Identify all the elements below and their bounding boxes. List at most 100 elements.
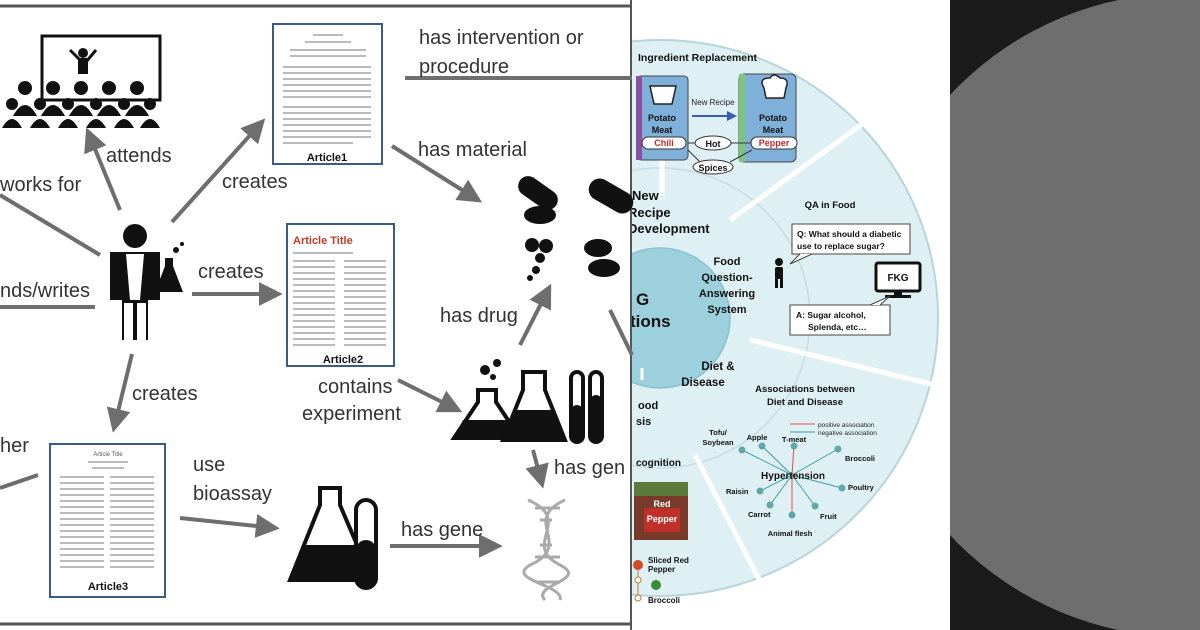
ingredient-replacement-title: Ingredient Replacement bbox=[638, 52, 758, 64]
edge-label-contains-1: contains bbox=[318, 376, 393, 398]
broccoli-recog-label: Broccoli bbox=[648, 596, 680, 605]
diet-label-1: Diet & bbox=[701, 361, 734, 373]
edge-label-works-for: works for bbox=[0, 174, 81, 196]
edge-label-bioassay: bioassay bbox=[193, 483, 272, 505]
qa-title: QA in Food bbox=[805, 200, 856, 211]
new-recipe-label-1: New bbox=[632, 188, 660, 203]
fkg-label: FKG bbox=[887, 273, 908, 284]
legend-negative: negative association bbox=[818, 430, 877, 437]
apple-label: Apple bbox=[747, 433, 768, 442]
new-recipe-label-3: Development bbox=[628, 221, 710, 236]
tmeat-label: T-meat bbox=[782, 435, 807, 444]
red-pepper-label-2: Pepper bbox=[647, 514, 678, 524]
article1-label: Article1 bbox=[307, 152, 347, 164]
bioassay-flask-icon bbox=[287, 486, 378, 590]
article2-title: Article Title bbox=[293, 235, 353, 247]
edge-label-creates-1: creates bbox=[222, 171, 288, 193]
qa-question-bubble bbox=[791, 223, 911, 255]
edge-label-creates-3: creates bbox=[132, 383, 198, 405]
person-icon bbox=[775, 258, 783, 288]
node-raisin bbox=[756, 487, 764, 495]
fqa-label-2: Question- bbox=[701, 272, 753, 284]
spices-node: Spices bbox=[698, 163, 727, 173]
edge-label-reads-writes: nds/writes bbox=[0, 280, 90, 302]
edge-label-attends: attends bbox=[106, 145, 172, 167]
edge-label-intervention-2: procedure bbox=[419, 56, 509, 78]
article3-document: Article Title Article3 bbox=[49, 443, 166, 598]
sliced-pepper-icon bbox=[633, 560, 643, 570]
pills-icon bbox=[518, 176, 634, 281]
assoc-title-1: Associations between bbox=[755, 384, 855, 395]
diet-disease-network: Associations between Diet and Disease po… bbox=[702, 384, 877, 538]
ingredient-replacement-box: Ingredient Replacement Potato Meat Chili… bbox=[636, 52, 798, 175]
broccoli-label: Broccoli bbox=[845, 454, 875, 463]
node-fruit bbox=[811, 502, 819, 510]
edge-label-other-fragment: her bbox=[0, 435, 29, 457]
animal-flesh-label: Animal flesh bbox=[768, 529, 813, 538]
node-animal-flesh bbox=[788, 511, 796, 519]
bowl2-line1: Potato bbox=[759, 113, 788, 123]
bowl1-line1: Potato bbox=[648, 113, 677, 123]
edge-label-intervention-1: has intervention or bbox=[419, 27, 584, 49]
new-recipe-arrow-label: New Recipe bbox=[691, 98, 735, 107]
assoc-title-2: Diet and Disease bbox=[767, 397, 843, 408]
scientist-icon bbox=[110, 224, 184, 340]
bowl1-tag: Chili bbox=[654, 138, 674, 148]
hot-node: Hot bbox=[706, 139, 721, 149]
graph-edges bbox=[0, 76, 634, 558]
bowl1-line2: Meat bbox=[652, 125, 673, 135]
edge-label-creates-2: creates bbox=[198, 261, 264, 283]
article1-document: Article1 bbox=[272, 23, 383, 165]
node-tmeat bbox=[790, 442, 798, 450]
qa-question-1: Q: What should a diabetic bbox=[797, 229, 902, 239]
edge-labels: attends works for nds/writes creates cre… bbox=[0, 27, 625, 541]
bowl-icon bbox=[649, 85, 677, 105]
node-carrot bbox=[766, 501, 774, 509]
raisin-label: Raisin bbox=[726, 487, 749, 496]
dna-icon bbox=[522, 498, 570, 602]
food-qa-section: Food Question- Answering System QA in Fo… bbox=[699, 200, 922, 336]
edge-label-has-gene-1: has gen bbox=[554, 457, 625, 479]
carrot-label: Carrot bbox=[748, 510, 771, 519]
poultry-label: Poultry bbox=[848, 483, 875, 492]
legend-positive: positive association bbox=[818, 422, 875, 429]
center-label-2: tions bbox=[630, 312, 671, 331]
sliced-label-2: Pepper bbox=[648, 565, 675, 574]
edge-label-use: use bbox=[193, 454, 225, 476]
center-label-1: G bbox=[636, 290, 649, 309]
article2-document: Article Title Article2 bbox=[286, 223, 395, 367]
tofu-label-2: Soybean bbox=[702, 438, 734, 447]
fqa-label-3: Answering bbox=[699, 288, 755, 300]
edge-label-has-material: has material bbox=[418, 139, 527, 161]
qa-question-2: use to replace sugar? bbox=[797, 241, 885, 251]
recognition-label: cognition bbox=[636, 458, 681, 469]
audience-icon bbox=[2, 34, 162, 128]
node-poultry bbox=[838, 484, 846, 492]
fkg-monitor-icon: FKG bbox=[874, 261, 922, 298]
fqa-label-1: Food bbox=[714, 256, 741, 268]
food-label-2: sis bbox=[636, 416, 651, 428]
article2-label: Article2 bbox=[323, 354, 363, 366]
qa-answer-2: Splenda, etc… bbox=[808, 322, 867, 332]
food-label-1: ood bbox=[638, 400, 658, 412]
lab-flasks-icon bbox=[450, 359, 604, 444]
qa-answer-bubble bbox=[789, 304, 891, 336]
article3-label: Article3 bbox=[88, 581, 128, 593]
new-recipe-label-2: Recipe bbox=[628, 205, 671, 220]
tofu-label-1: Tofu/ bbox=[709, 428, 728, 437]
broccoli-icon bbox=[651, 580, 661, 590]
bowl2-line2: Meat bbox=[763, 125, 784, 135]
fruit-label: Fruit bbox=[820, 512, 837, 521]
red-pepper-label-1: Red bbox=[653, 499, 670, 509]
sliced-label-1: Sliced Red bbox=[648, 556, 689, 565]
diet-label-2: Disease bbox=[681, 377, 724, 389]
bowl2-tag: Pepper bbox=[759, 138, 790, 148]
edge-label-has-gene-2: has gene bbox=[401, 519, 483, 541]
chef-hat-icon bbox=[761, 74, 788, 99]
edge-label-has-drug: has drug bbox=[440, 305, 518, 327]
research-kg-panel: Article1 Article Title bbox=[0, 0, 634, 630]
article3-title: Article Title bbox=[93, 452, 123, 458]
recognition-section: cognition Red Pepper Sliced Red Pepper B… bbox=[633, 458, 689, 605]
hypertension-label: Hypertension bbox=[761, 471, 825, 482]
